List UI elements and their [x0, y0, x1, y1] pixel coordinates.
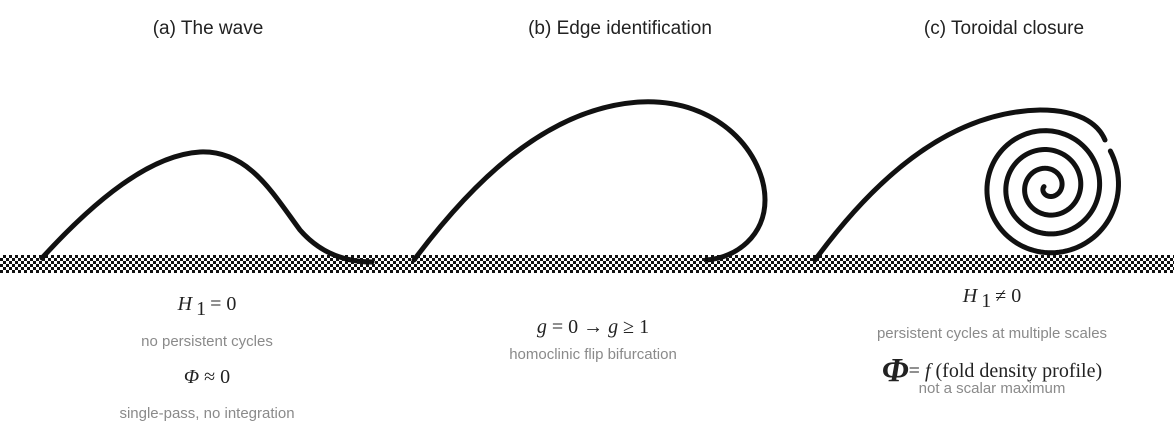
wave-curve-c [812, 107, 1108, 263]
symbol-h: H [177, 293, 193, 315]
formula-equals: = [908, 360, 920, 382]
wave-curve-b [411, 99, 768, 263]
panel-b-caption-1: homoclinic flip bifurcation [509, 346, 677, 363]
subscript-one: 1 [196, 298, 207, 320]
spiral-curl-c [984, 128, 1121, 256]
panel-a-caption-2: single-pass, no integration [119, 405, 295, 422]
formula-rest: = 0 [210, 293, 237, 315]
wave-curve-a [39, 149, 375, 265]
panel-a-title: (a) The wave [152, 18, 264, 39]
formula-rest: (fold density profile) [935, 360, 1103, 382]
formula-rest: ≥ 1 [623, 316, 650, 338]
formula-mid: = 0 → [551, 316, 604, 338]
panel-b-title: (b) Edge identification [528, 18, 712, 39]
panel-a-formula-phi: Φ ≈ 0 [17, 366, 397, 389]
ground-surface [0, 255, 1174, 273]
symbol-phi-large: Φ [881, 352, 909, 389]
symbol-h: H [962, 285, 978, 307]
symbol-g: g [536, 316, 547, 338]
symbol-phi: Φ [183, 366, 200, 388]
panel-b-formula-genus: g = 0 → g ≥ 1 [403, 316, 783, 339]
panel-c-title: (c) Toroidal closure [923, 18, 1085, 39]
subscript-one: 1 [981, 290, 992, 312]
symbol-f: f [924, 360, 931, 382]
symbol-g: g [608, 316, 619, 338]
panel-c-caption-2: not a scalar maximum [918, 380, 1066, 397]
panel-c-caption-1: persistent cycles at multiple scales [876, 325, 1108, 342]
panel-c-formula-phi: Φ= f (fold density profile) [802, 352, 1174, 390]
formula-rest: ≈ 0 [204, 366, 231, 388]
formula-rest: ≠ 0 [995, 285, 1022, 307]
panel-a-caption-1: no persistent cycles [141, 333, 273, 350]
